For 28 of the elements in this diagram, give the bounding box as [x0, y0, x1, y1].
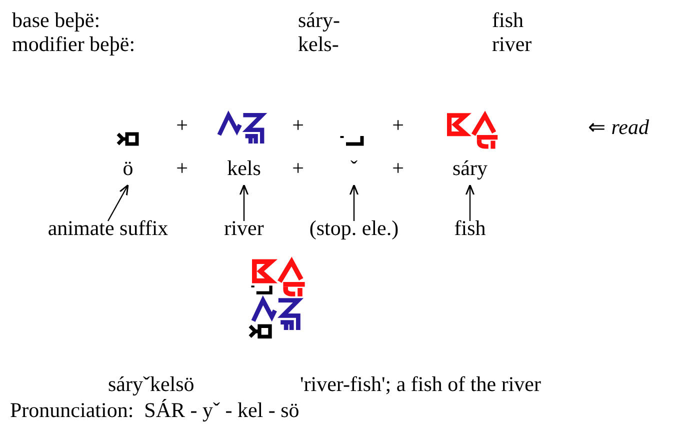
- row-heading: modifier beþë:: [12, 34, 136, 55]
- gloss: animate suffix: [46, 218, 170, 239]
- translation: 'river-fish'; a fish of the river: [300, 374, 541, 395]
- plus-sign: +: [292, 115, 304, 136]
- plus-sign: +: [292, 158, 304, 179]
- romanization: ö: [120, 158, 136, 179]
- pronunciation: Pronunciation: SÁR - yˇ - kel - sö: [10, 400, 300, 421]
- arrow: [107, 184, 129, 222]
- plus-sign: +: [176, 158, 188, 179]
- arrow: [239, 184, 249, 221]
- gloss: fish: [452, 218, 488, 239]
- compound-word: sáryˇkelsö: [108, 374, 194, 395]
- romanization: sáry: [450, 158, 490, 179]
- modifier-meaning: river: [492, 34, 532, 55]
- romanization: kels: [225, 158, 263, 179]
- arrow: [465, 184, 475, 221]
- base-form: sáry-: [298, 10, 340, 31]
- romanization: ˇ: [348, 158, 360, 179]
- base-meaning: fish: [492, 10, 524, 31]
- plus-sign: +: [392, 115, 404, 136]
- arrow: [349, 184, 359, 221]
- gloss: (stop. ele.): [307, 218, 401, 239]
- gloss: river: [222, 218, 266, 239]
- reading-direction-note: ⇐ read: [588, 117, 649, 138]
- modifier-form: kels-: [298, 34, 339, 55]
- plus-sign: +: [176, 115, 188, 136]
- plus-sign: +: [392, 158, 404, 179]
- row-heading: base beþë:: [12, 10, 100, 31]
